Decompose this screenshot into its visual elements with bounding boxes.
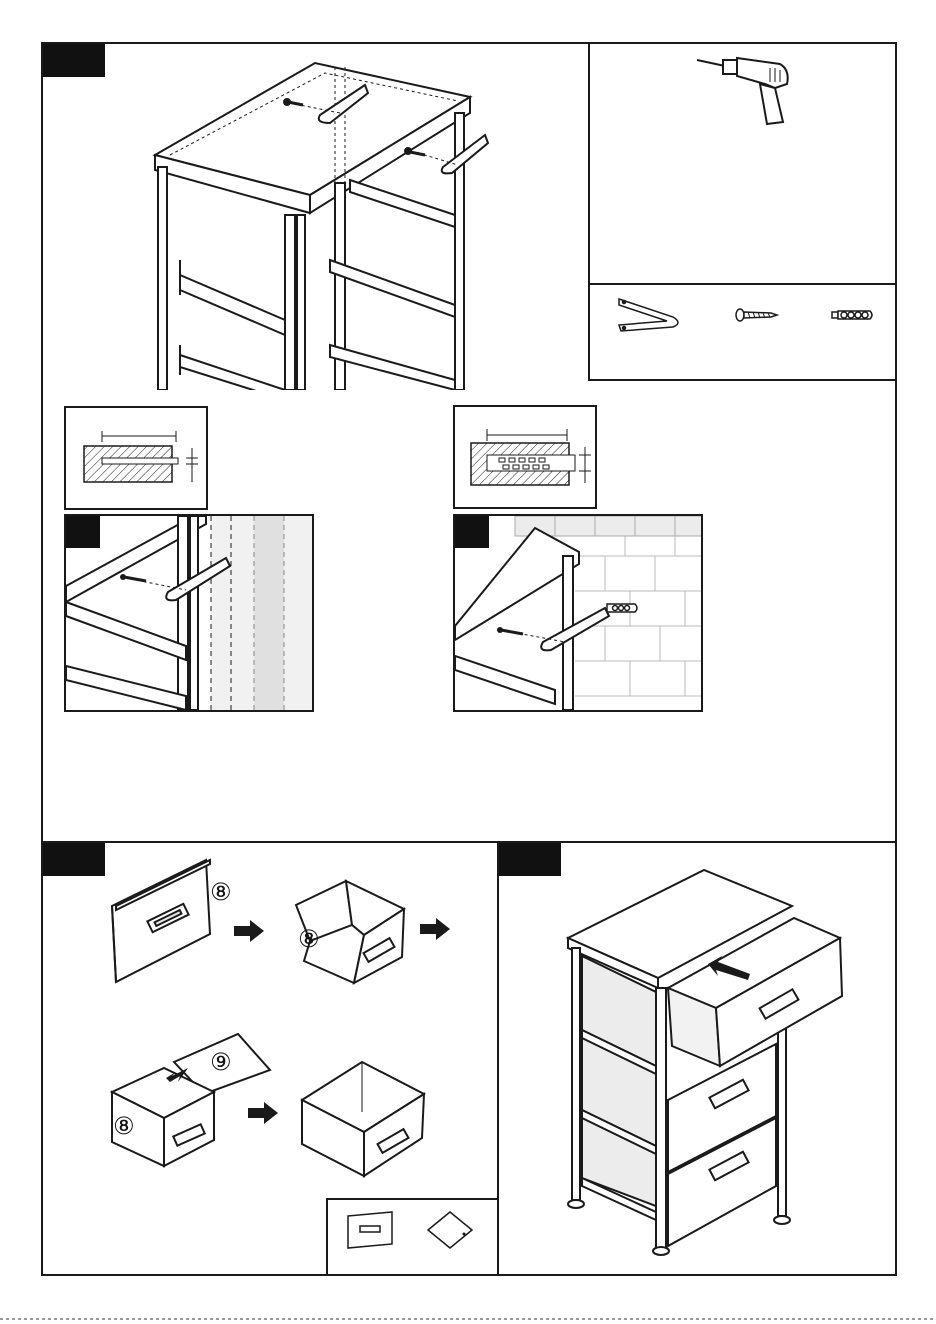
part-label-fabric-box-2: ⑧ — [298, 927, 320, 951]
parts-panel — [588, 283, 897, 381]
step-tab-4 — [43, 44, 105, 77]
strap-to-brick-wall-icon — [453, 514, 703, 712]
right-arrow-icon — [248, 1102, 278, 1124]
step-tab-6 — [499, 843, 561, 876]
option-tab-b — [455, 516, 489, 548]
tool-panel — [588, 42, 897, 285]
part-label-fabric-box: ⑧ — [210, 880, 232, 904]
brick-wall-anchor-section-icon — [453, 405, 597, 509]
step-tab-5 — [43, 843, 105, 876]
folded-fabric-box-illustration — [110, 856, 214, 986]
wood-wall-hole-section-icon — [64, 406, 208, 510]
wood-screw-icon — [735, 307, 780, 323]
part-label-base-board: ⑨ — [210, 1050, 232, 1074]
anti-tip-strap-icon — [615, 295, 685, 335]
insert-base-board-illustration — [108, 1030, 278, 1170]
right-arrow-icon — [420, 918, 450, 940]
divider-horizontal-middle — [41, 841, 897, 843]
wall-anchor-icon — [830, 307, 875, 323]
power-drill-icon — [695, 54, 795, 129]
right-arrow-icon — [234, 920, 264, 942]
page-bottom-edge — [0, 1318, 936, 1320]
dresser-top-strap-illustration — [140, 55, 500, 390]
base-board-part-icon — [426, 1210, 476, 1250]
fabric-box-part-icon — [346, 1210, 396, 1250]
assembled-fabric-drawer-illustration — [298, 1058, 428, 1178]
strap-to-wooden-wall-icon — [64, 514, 314, 712]
insert-drawers-illustration — [560, 866, 850, 1256]
part-label-fabric-box-3: ⑧ — [113, 1114, 135, 1138]
drawer-parts-panel — [326, 1198, 499, 1276]
